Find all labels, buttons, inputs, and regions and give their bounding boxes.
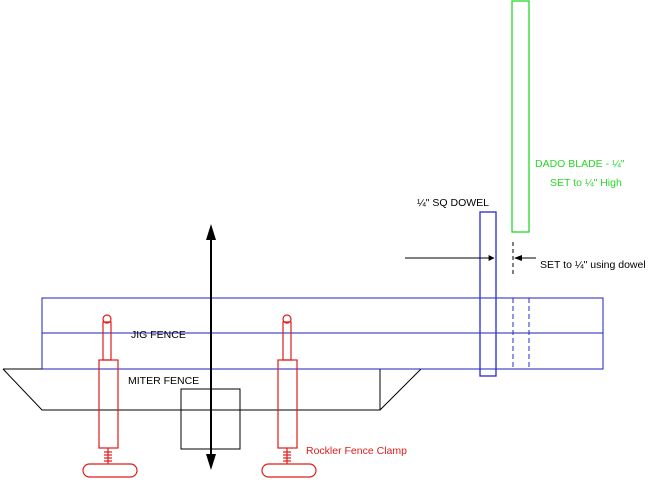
dado-blade <box>511 0 530 233</box>
jig-fence-label: JIG FENCE <box>131 329 186 341</box>
set-dimension-label: SET to ¼" using dowel <box>540 259 646 271</box>
fence-clamp-label: Rockler Fence Clamp <box>306 445 407 457</box>
dowel <box>479 211 497 377</box>
set-dimension <box>405 242 536 274</box>
dowel-label: ¼" SQ DOWEL <box>417 197 489 209</box>
dado-blade-label-line2: SET to ¼" High <box>550 177 622 189</box>
fence-clamp-right <box>261 314 317 478</box>
fence-clamp-left <box>82 314 138 478</box>
dado-blade-label-line1: DADO BLADE - ¼" <box>535 158 625 170</box>
miter-fence-label: MITER FENCE <box>128 375 199 387</box>
jig-fence <box>41 297 604 370</box>
travel-arrow <box>206 224 216 470</box>
dado-slot-hidden-lines <box>512 298 530 369</box>
